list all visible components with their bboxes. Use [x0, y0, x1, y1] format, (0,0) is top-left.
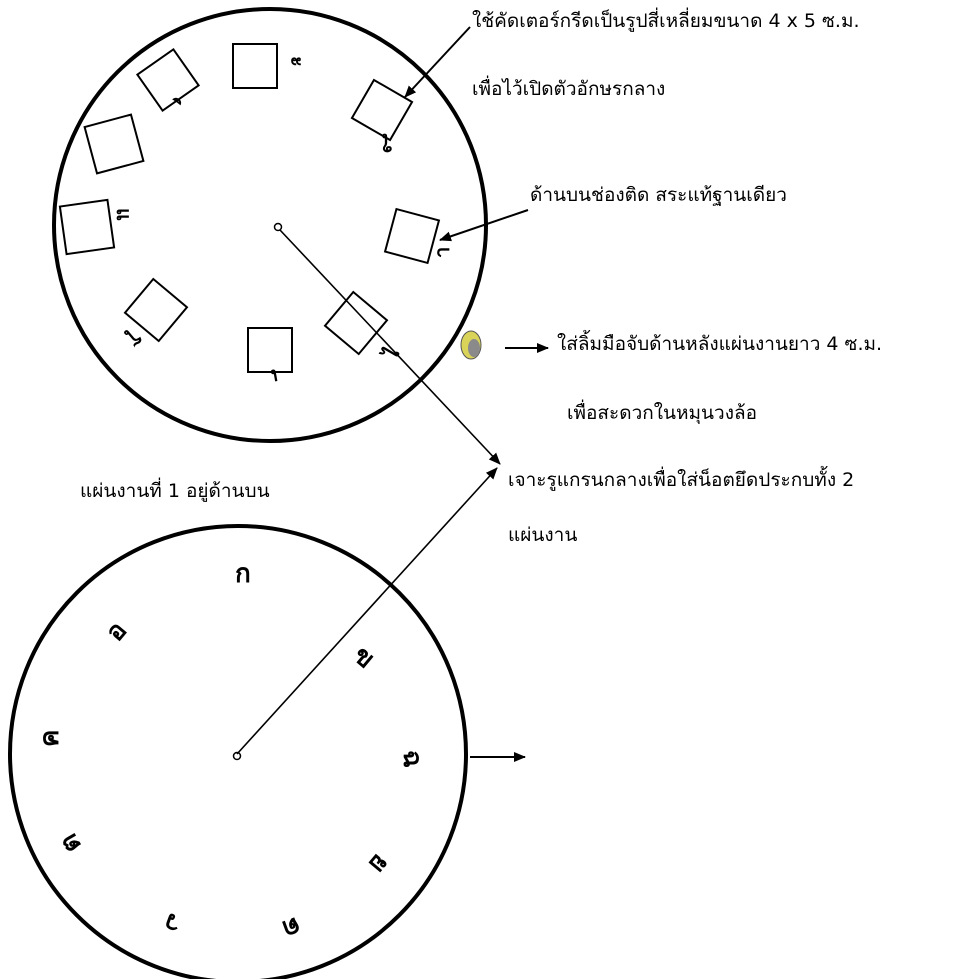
upper-mark-sara-aa: า [430, 247, 454, 258]
handle-instruction-line1: ใส่ลิ้มมือจับด้านหลังแผ่นงานยาว 4 ซ.ม. [557, 331, 882, 357]
upper-mark-sara-ai-maimalai: ไ [378, 343, 405, 365]
window-slot [352, 80, 412, 140]
lower-letter-wo: ว [161, 906, 185, 939]
window-slot [248, 328, 292, 372]
lower-letter-kho: ข [347, 640, 380, 674]
upper-mark-sara-ai-maimuan: ใ [382, 129, 392, 153]
top-edge-instruction: ด้านบนช่องติด สระแท้ฐานเดียว [530, 182, 787, 208]
plate1-caption: แผ่นงานที่ 1 อยู่ด้านบน [80, 478, 270, 504]
handle-instruction-line2: เพื่อสะดวกในหมุนวงล้อ [567, 400, 757, 426]
window-slot [85, 115, 144, 174]
window-slot [325, 292, 387, 354]
window-slot [60, 200, 114, 254]
hole-instruction-line1: เจาะรูแกรนกลางเพื่อใส่น็อตยึดประกบทั้ง 2 [508, 467, 854, 493]
window-slot [233, 44, 277, 88]
hole-instruction-line2: แผ่นงาน [508, 522, 577, 548]
lower-letter-cho: ฉ [397, 750, 427, 768]
cutter-instruction-line2: เพื่อไว้เปิดตัวอักษรกลาง [472, 76, 665, 102]
upper-mark-sara-ae: แ [112, 208, 136, 221]
upper-mark-sara-a: ะ [286, 56, 310, 67]
window-slot [137, 49, 198, 110]
lower-letter-to: ต [54, 829, 88, 859]
lower-letter-do: ด [278, 910, 304, 944]
upper-center-hole [275, 224, 282, 231]
lower-center-line [237, 468, 497, 754]
cutter-instruction-line1: ใช้คัดเตอร์กรีดเป็นรูปสี่เหลี่ยมขนาด 4 x… [472, 8, 860, 34]
lower-letter-bo: อ [100, 616, 133, 647]
lower-letter-yo: ย [362, 848, 395, 879]
lower-letter-po: ค [35, 730, 65, 747]
lower-letter-ko: ก [235, 559, 251, 589]
handle-tab-shade [468, 339, 480, 357]
